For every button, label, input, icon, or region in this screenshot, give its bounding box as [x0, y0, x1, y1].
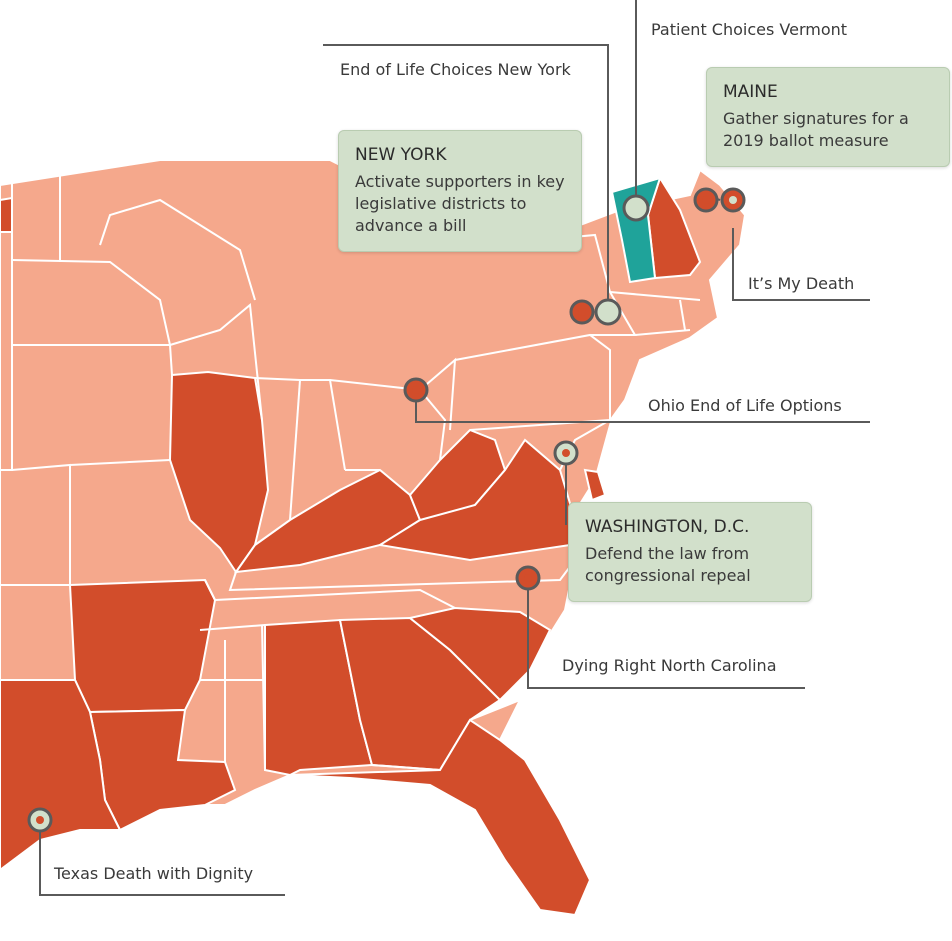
label-north-carolina: Dying Right North Carolina	[562, 656, 777, 675]
callout-maine: MAINE Gather signatures for a 2019 ballo…	[706, 67, 950, 167]
marker-dot	[36, 816, 44, 824]
marker-dot	[702, 196, 710, 204]
callout-new-york-body: Activate supporters in key legislative d…	[355, 172, 565, 235]
marker-dot	[524, 574, 532, 582]
marker-dot	[729, 196, 737, 204]
callout-new-york-title: NEW YORK	[355, 145, 447, 165]
marker-new-york-org[interactable]	[594, 298, 622, 326]
marker-dot	[412, 386, 420, 394]
leader-lines	[39, 0, 870, 896]
label-ohio: Ohio End of Life Options	[648, 396, 842, 415]
state-delaware	[583, 468, 607, 502]
marker-vermont[interactable]	[622, 194, 650, 222]
state-arkansas	[68, 578, 217, 714]
label-new-york: End of Life Choices New York	[340, 60, 571, 79]
label-maine: It’s My Death	[748, 274, 855, 293]
state-western-edge	[0, 196, 13, 233]
state-virginia	[377, 438, 577, 562]
state-south-carolina	[407, 606, 552, 702]
state-florida	[289, 718, 592, 917]
org-markers	[27, 187, 746, 833]
label-vermont: Patient Choices Vermont	[651, 20, 848, 39]
state-borders	[0, 160, 701, 771]
marker-dot	[562, 449, 570, 457]
callout-dc: WASHINGTON, D.C. Defend the law from con…	[568, 502, 812, 602]
marker-dot	[578, 308, 586, 316]
callout-maine-body: Gather signatures for a 2019 ballot meas…	[723, 109, 909, 150]
callout-new-york: NEW YORK Activate supporters in key legi…	[338, 130, 582, 252]
callout-dc-title: WASHINGTON, D.C.	[585, 517, 750, 537]
callout-dc-body: Defend the law from congressional repeal	[585, 544, 751, 585]
label-texas: Texas Death with Dignity	[54, 864, 254, 883]
callout-maine-title: MAINE	[723, 82, 778, 102]
